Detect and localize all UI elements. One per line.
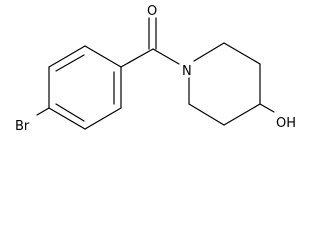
bond-c5-c6 [188, 103, 225, 126]
atom-nitrogen: N [182, 64, 192, 79]
bond-n-c2 [193, 42, 225, 62]
bond-ring-2 [84, 45, 122, 68]
atom-oxygen-carbonyl: O [147, 4, 157, 19]
bond-ring-4 [84, 107, 122, 130]
bond-carbonyl-n [152, 48, 180, 65]
bond-ring-5-inner [55, 103, 85, 122]
structure-canvas: O N Br OH [15, 4, 296, 134]
bond-ring-1 [48, 45, 86, 68]
molecule-diagram: O N Br OH [15, 4, 296, 134]
atom-bromine: Br [15, 119, 30, 134]
bond-ring-5 [48, 107, 86, 130]
bond-c4-oh [259, 103, 275, 113]
bond-aryl-carbonyl [120, 48, 154, 68]
bond-c2-c3 [223, 42, 261, 65]
bond-c-br [36, 107, 50, 116]
atom-hydroxyl: OH [276, 116, 296, 131]
bond-c4-c5 [223, 103, 261, 126]
bond-ring-1-inner [55, 54, 85, 72]
